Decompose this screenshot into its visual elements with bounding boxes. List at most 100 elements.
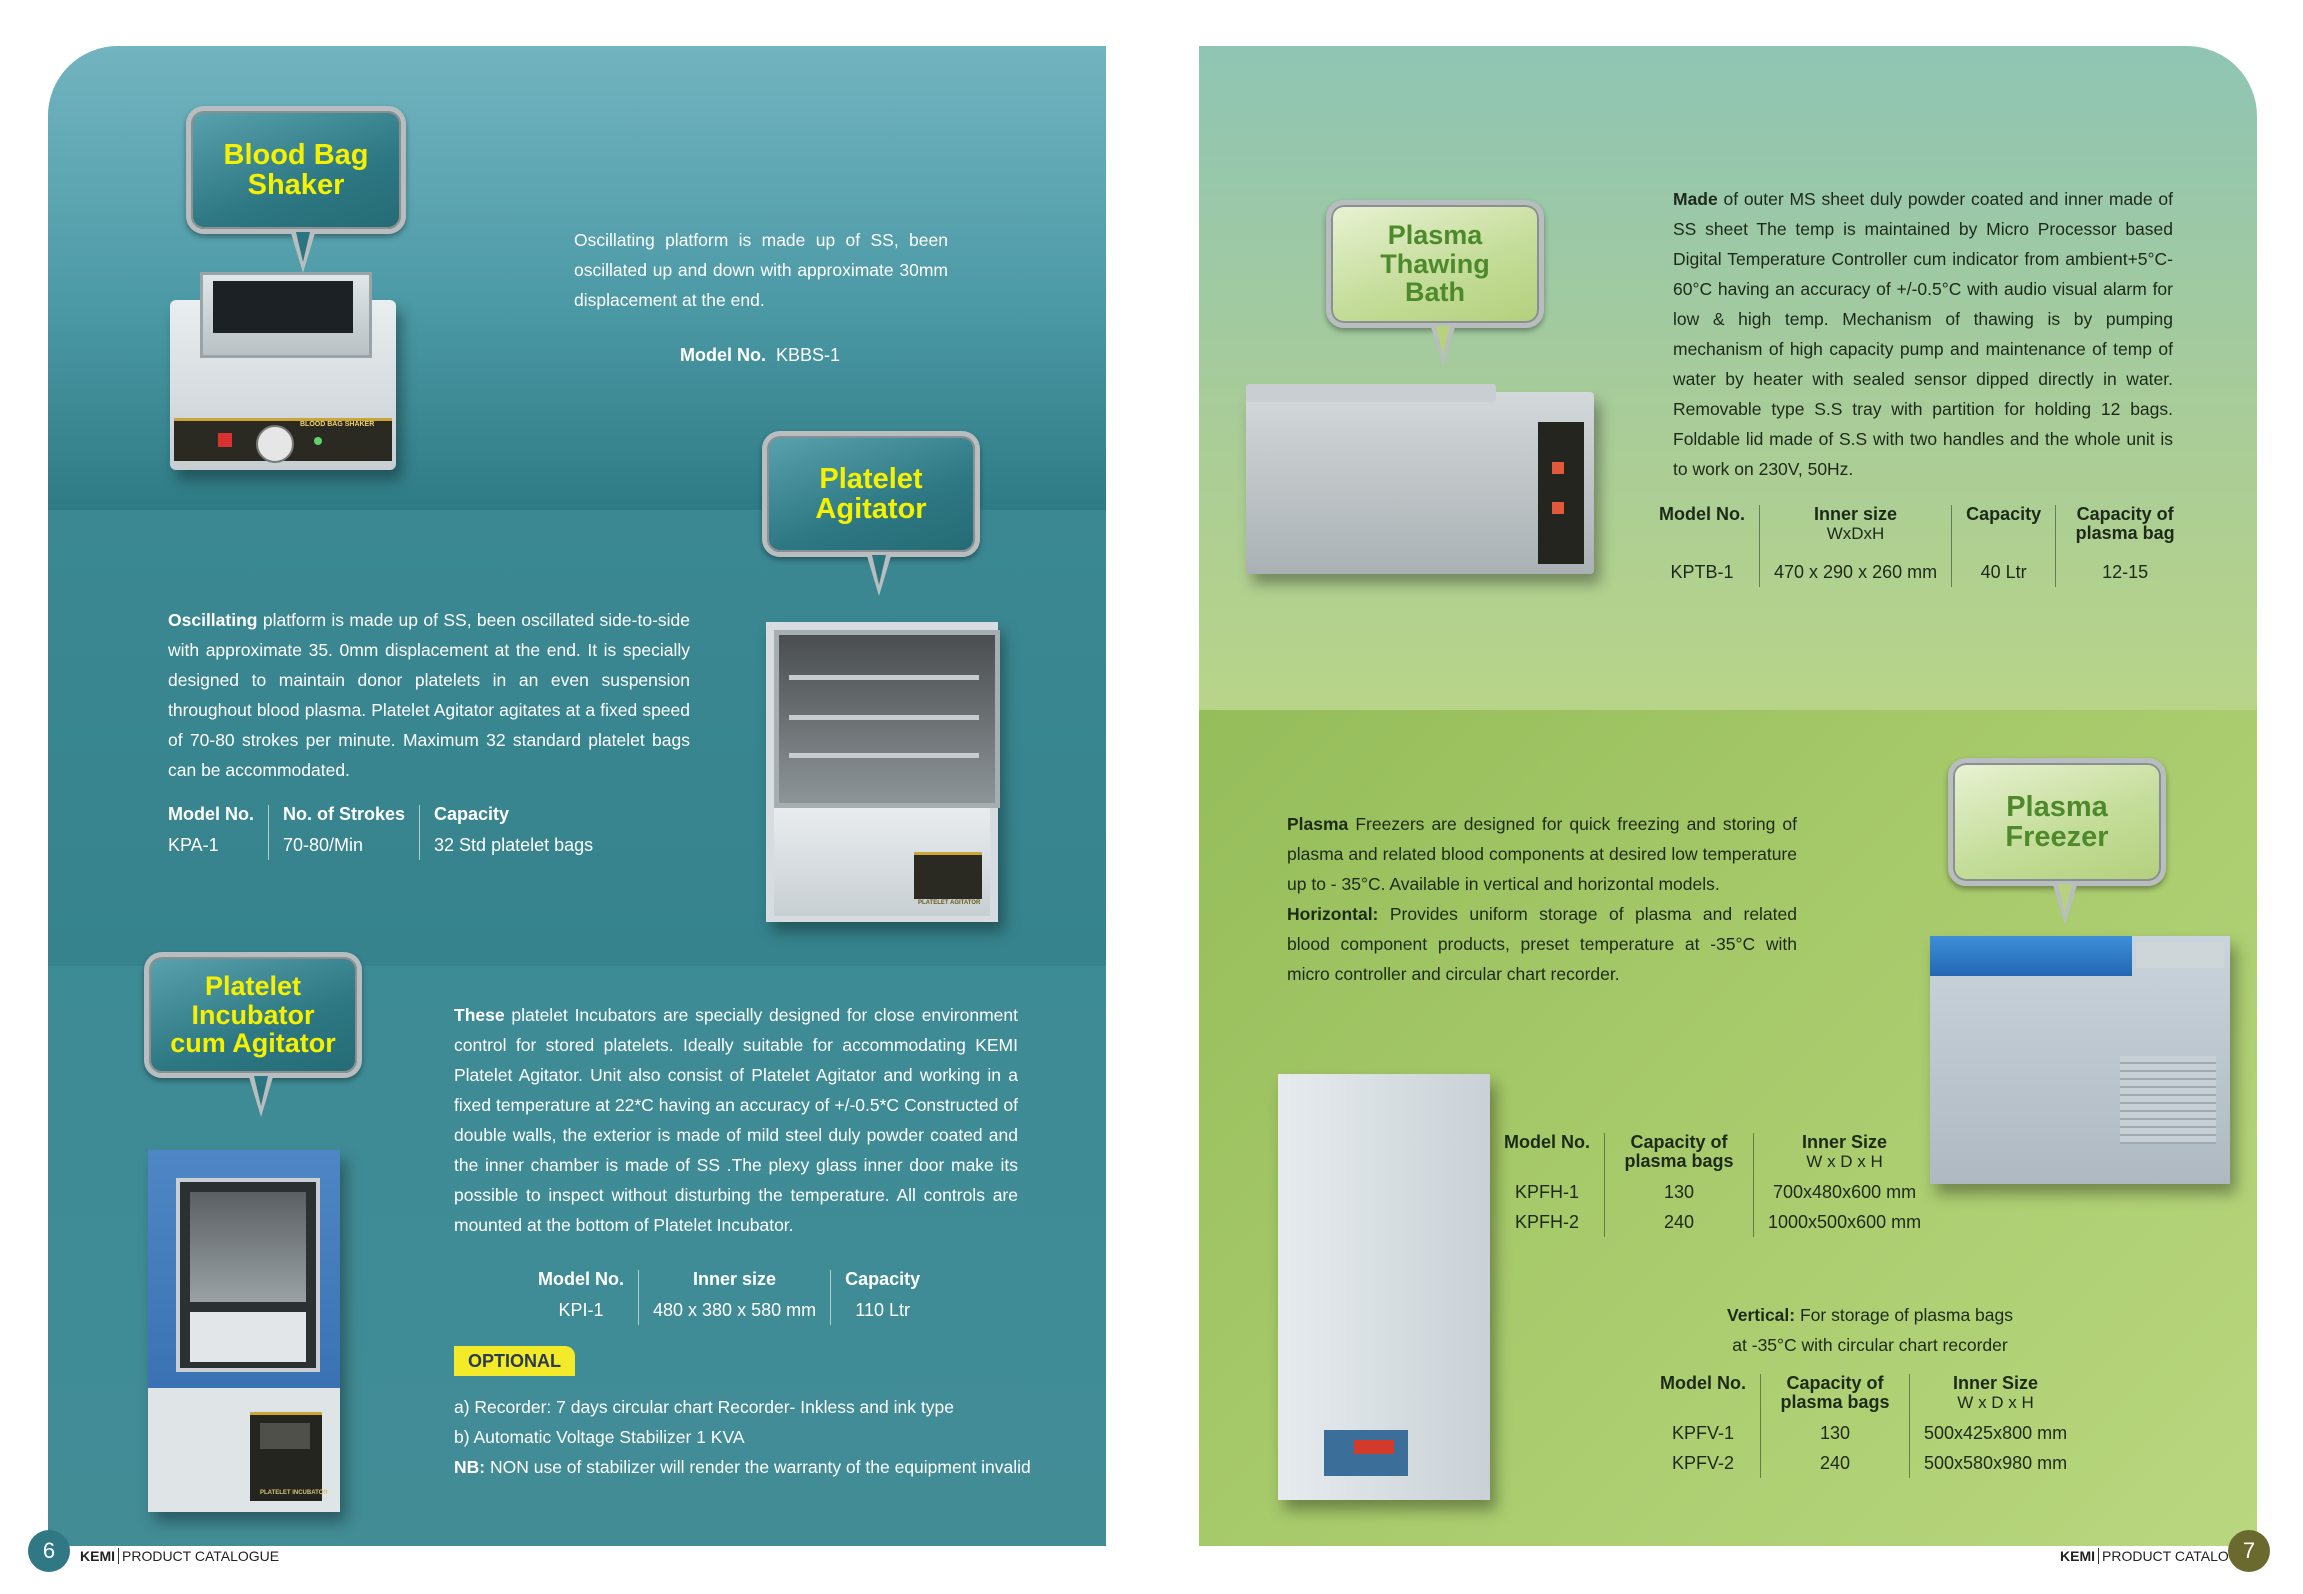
- vertical-plasma-freezer-image: [1278, 1074, 1490, 1500]
- blood-bag-shaker-model-value: KBBS-1: [775, 345, 841, 365]
- optional-note: NB: NON use of stabilizer will render th…: [454, 1457, 1031, 1478]
- horizontal-freezer-header-bags: Capacity of plasma bags: [1604, 1133, 1754, 1177]
- blood-bag-shaker-title-line2: Shaker: [247, 169, 345, 201]
- vertical-freezer-header-size: Inner Size W x D x H: [1909, 1373, 2082, 1418]
- plasma-freezer-description: Plasma Freezers are designed for quick f…: [1287, 809, 1797, 989]
- plasma-thawing-bath-description-text: of outer MS sheet duly powder coated and…: [1673, 189, 2173, 479]
- platelet-agitator-spec-table: Model No. No. of Strokes Capacity KPA-1 …: [154, 804, 608, 860]
- platelet-agitator-title-line1: Platelet: [819, 462, 923, 495]
- platelet-agitator-cell-model: KPA-1: [168, 835, 219, 855]
- platelet-incubator-header-model: Model No.: [538, 1269, 624, 1289]
- plasma-thawing-bath-cell-bags: 12-15: [2055, 549, 2195, 587]
- optional-item-a: a) Recorder: 7 days circular chart Recor…: [454, 1397, 954, 1417]
- plasma-freezer-horizontal-label: Horizontal:: [1287, 904, 1379, 924]
- vertical-freezer-cell-bags-1: 130: [1760, 1418, 1910, 1448]
- platelet-incubator-title-line2: Incubator: [191, 999, 315, 1030]
- platelet-incubator-header-capacity: Capacity: [830, 1270, 935, 1295]
- vertical-freezer-description: Vertical: For storage of plasma bags at …: [1600, 1300, 2140, 1360]
- right-footer-brand: KEMI: [2060, 1548, 2095, 1564]
- blood-bag-shaker-title-bubble: Blood Bag Shaker: [186, 106, 406, 273]
- plasma-thawing-bath-header-capacity: Capacity: [1951, 505, 2056, 549]
- vertical-freezer-spec-table: Model No. Capacity of plasma bags Inner …: [1646, 1373, 2082, 1478]
- platelet-agitator-device-label: PLATELET AGITATOR: [918, 900, 981, 906]
- table-row: KPFH-1 130 700x480x600 mm: [1490, 1177, 1936, 1207]
- vertical-freezer-cell-size-2: 500x580x980 mm: [1909, 1448, 2082, 1478]
- platelet-incubator-lead: These: [454, 1005, 505, 1025]
- blood-bag-shaker-model-label: Model No.: [679, 345, 766, 365]
- plasma-thawing-bath-image: [1246, 384, 1594, 574]
- platelet-incubator-cell-model: KPI-1: [558, 1300, 604, 1320]
- vertical-freezer-header-model: Model No.: [1660, 1373, 1746, 1393]
- vertical-freezer-cell-bags-2: 240: [1760, 1448, 1910, 1478]
- platelet-agitator-header-capacity: Capacity: [419, 805, 608, 830]
- plasma-thawing-bath-description: Made of outer MS sheet duly powder coate…: [1673, 184, 2173, 484]
- blood-bag-shaker-model: Model No. KBBS-1: [640, 345, 880, 366]
- platelet-incubator-spec-table: Model No. Inner size Capacity KPI-1 480 …: [524, 1269, 935, 1325]
- plasma-thawing-bath-title-line3: Bath: [1405, 277, 1465, 308]
- horizontal-freezer-cell-model-2: KPFH-2: [1514, 1212, 1579, 1232]
- horizontal-freezer-header-size-sub: W x D x H: [1806, 1152, 1883, 1171]
- platelet-incubator-cell-capacity: 110 Ltr: [830, 1295, 935, 1325]
- left-footer-brand: KEMI: [80, 1548, 115, 1564]
- platelet-agitator-title-bubble: Platelet Agitator: [762, 431, 980, 596]
- vertical-freezer-cell-size-1: 500x425x800 mm: [1909, 1418, 2082, 1448]
- vertical-freezer-header-size-text: Inner Size: [1953, 1373, 2039, 1393]
- horizontal-freezer-spec-table: Model No. Capacity of plasma bags Inner …: [1490, 1133, 1936, 1237]
- platelet-agitator-title-line2: Agitator: [815, 493, 927, 525]
- platelet-agitator-header-model: Model No.: [168, 804, 254, 824]
- table-row: KPFV-1 130 500x425x800 mm: [1646, 1418, 2082, 1448]
- plasma-thawing-bath-header-model: Model No.: [1659, 504, 1745, 524]
- plasma-thawing-bath-spec-table: Model No. Inner size WxDxH Capacity Capa…: [1645, 504, 2195, 587]
- platelet-incubator-title-line1: Platelet: [204, 971, 302, 1002]
- platelet-incubator-image: PLATELET INCUBATOR: [148, 1150, 340, 1512]
- vertical-freezer-cell-model-2: KPFV-2: [1671, 1453, 1735, 1473]
- plasma-freezer-horizontal-text: Provides uniform storage of plasma and r…: [1287, 904, 1797, 984]
- platelet-agitator-description: Oscillating platform is made up of SS, b…: [168, 605, 690, 785]
- left-page-number: 6: [28, 1530, 70, 1572]
- vertical-freezer-label: Vertical:: [1727, 1305, 1796, 1325]
- plasma-thawing-bath-lead: Made: [1673, 189, 1718, 209]
- platelet-incubator-description: These platelet Incubators are specially …: [454, 1000, 1018, 1240]
- plasma-freezer-title-line1: Plasma: [2006, 790, 2108, 823]
- platelet-agitator-header-strokes: No. of Strokes: [267, 805, 420, 830]
- optional-note-label: NB:: [454, 1457, 486, 1477]
- plasma-freezer-title-line2: Freezer: [2005, 821, 2109, 853]
- table-row: KPFV-2 240 500x580x980 mm: [1646, 1448, 2082, 1478]
- horizontal-freezer-cell-model-1: KPFH-1: [1514, 1182, 1579, 1202]
- plasma-thawing-bath-cell-model: KPTB-1: [1670, 562, 1734, 582]
- platelet-incubator-cell-size: 480 x 380 x 580 mm: [637, 1295, 831, 1325]
- blood-bag-shaker-device-label: BLOOD BAG SHAKER: [300, 421, 375, 428]
- platelet-incubator-title-bubble: Platelet Incubator cum Agitator: [144, 952, 362, 1117]
- plasma-thawing-bath-header-size-text: Inner size: [1814, 504, 1898, 524]
- plasma-thawing-bath-title-bubble: Plasma Thawing Bath: [1326, 200, 1544, 367]
- plasma-thawing-bath-cell-size: 470 x 290 x 260 mm: [1758, 549, 1952, 587]
- right-page-number: 7: [2228, 1530, 2270, 1572]
- optional-badge: OPTIONAL: [454, 1346, 575, 1376]
- horizontal-freezer-cell-size-2: 1000x500x600 mm: [1753, 1207, 1936, 1237]
- platelet-agitator-cell-strokes: 70-80/Min: [267, 830, 420, 860]
- plasma-freezer-title-bubble: Plasma Freezer: [1948, 758, 2166, 925]
- blood-bag-shaker-image: BLOOD BAG SHAKER: [170, 272, 396, 470]
- left-footer-catalogue: PRODUCT CATALOGUE: [118, 1548, 280, 1564]
- platelet-agitator-cell-capacity: 32 Std platelet bags: [419, 830, 608, 860]
- horizontal-freezer-cell-bags-1: 130: [1604, 1177, 1754, 1207]
- optional-note-text: NON use of stabilizer will render the wa…: [485, 1457, 1031, 1477]
- plasma-thawing-bath-header-bags: Capacity of plasma bag: [2055, 505, 2195, 549]
- platelet-incubator-title-line3: cum Agitator: [170, 1028, 336, 1059]
- plasma-thawing-bath-title-line1: Plasma: [1387, 220, 1483, 251]
- vertical-freezer-cell-model-1: KPFV-1: [1671, 1423, 1735, 1443]
- platelet-incubator-header-size: Inner size: [637, 1270, 831, 1295]
- platelet-incubator-description-text: platelet Incubators are specially design…: [454, 1005, 1018, 1235]
- plasma-thawing-bath-title-line2: Thawing: [1380, 248, 1490, 279]
- plasma-thawing-bath-header-size-sub: WxDxH: [1826, 524, 1885, 543]
- platelet-agitator-description-text: platform is made up of SS, been oscillat…: [168, 610, 690, 780]
- vertical-freezer-text-2: at -35°C with circular chart recorder: [1732, 1335, 2008, 1355]
- platelet-agitator-image: PLATELET AGITATOR: [766, 622, 1000, 922]
- vertical-freezer-text-1: For storage of plasma bags: [1795, 1305, 2013, 1325]
- plasma-freezer-description-text: Freezers are designed for quick freezing…: [1287, 814, 1797, 894]
- vertical-freezer-header-bags: Capacity of plasma bags: [1760, 1374, 1910, 1418]
- horizontal-freezer-header-size: Inner Size W x D x H: [1753, 1133, 1936, 1177]
- plasma-thawing-bath-header-size: Inner size WxDxH: [1758, 504, 1952, 549]
- table-row: KPFH-2 240 1000x500x600 mm: [1490, 1207, 1936, 1237]
